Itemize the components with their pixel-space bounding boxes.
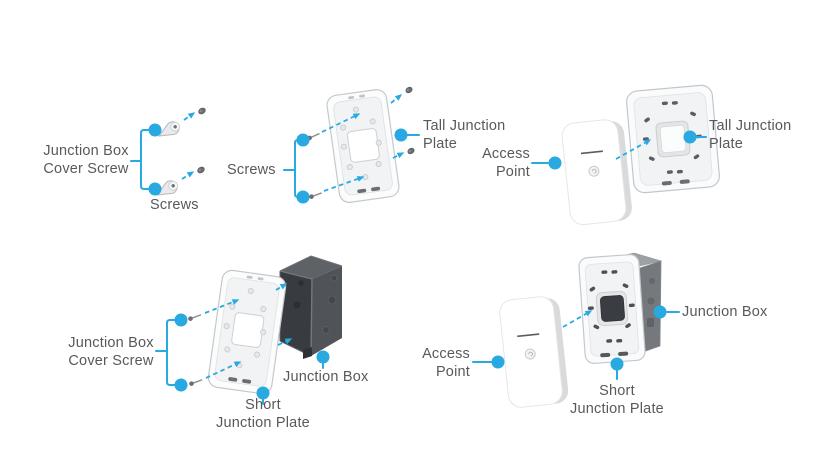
- arrow-bl-plate-to-box-1: [275, 283, 288, 291]
- label-junction-box-bottom-right: Junction Box: [682, 304, 768, 320]
- arrow-tm-1: [321, 113, 361, 133]
- dot-bl-box: [316, 350, 330, 364]
- short-junction-plate-illustration-1: [207, 269, 287, 395]
- arrow-tm-4: [392, 152, 405, 159]
- label-access-point-top: Access Point: [482, 146, 530, 180]
- tall-junction-plate-illustration-1: [326, 89, 400, 203]
- label-tall-junction-plate-right: Tall Junction Plate: [709, 118, 792, 152]
- dot-bl-1: [174, 313, 188, 327]
- dot-tm-2: [296, 190, 310, 204]
- label-short-junction-plate-left: Short Junction Plate: [216, 397, 310, 431]
- access-point-illustration-2: [499, 296, 569, 408]
- dot-tl-2: [148, 182, 162, 196]
- bracket-bottom-left: [155, 319, 176, 386]
- dot-tl-1: [148, 123, 162, 137]
- screw-illustration-4: [407, 147, 415, 155]
- short-junction-plate-illustration-2: [578, 254, 646, 364]
- arrow-tm-3: [390, 94, 403, 104]
- label-junction-box-cover-screw-top: Junction Box Cover Screw: [43, 143, 129, 177]
- arrow-br-ap-to-plate: [562, 310, 593, 328]
- label-junction-box-cover-screw-bottom: Junction Box Cover Screw: [68, 335, 154, 369]
- bracket-top-middle: [283, 139, 303, 198]
- dot-bl-plate: [256, 386, 270, 400]
- screw-illustration-6: [189, 379, 203, 386]
- dot-tm-1: [296, 133, 310, 147]
- arrow-bl-plate-to-box-2: [277, 338, 293, 346]
- dot-tr-ap: [548, 156, 562, 170]
- dot-tm-plate: [394, 128, 408, 142]
- label-screws-top-left: Screws: [150, 197, 199, 213]
- tall-junction-plate-illustration-2: [626, 84, 720, 194]
- arrow-tm-2: [323, 176, 365, 192]
- bracket-top-left: [130, 129, 150, 190]
- arrow-bl-1: [204, 299, 240, 314]
- screw-illustration-2: [309, 192, 322, 199]
- screw-illustration-3: [405, 86, 413, 94]
- wall-anchor-illustration-2: [156, 166, 205, 196]
- arrow-tr-ap-to-plate: [615, 139, 652, 160]
- label-access-point-bottom: Access Point: [422, 346, 470, 380]
- arrow-tl-1: [183, 112, 196, 121]
- label-screws-top-middle: Screws: [227, 162, 276, 178]
- label-short-junction-plate-right: Short Junction Plate: [570, 383, 664, 417]
- dot-br-ap: [491, 355, 505, 369]
- direction-arrows: [181, 94, 652, 379]
- access-point-illustration-1: [561, 119, 632, 226]
- label-tall-junction-plate-middle: Tall Junction Plate: [423, 118, 506, 152]
- callout-lines: [130, 129, 707, 405]
- junction-box-illustration-1: [279, 255, 343, 359]
- arrow-tl-2: [181, 171, 195, 180]
- label-junction-box-bottom-left: Junction Box: [283, 369, 369, 385]
- dot-tr-plate: [683, 130, 697, 144]
- arrow-bl-2: [205, 361, 242, 379]
- screw-illustration-5: [188, 314, 202, 321]
- dot-br-plate: [610, 357, 624, 371]
- dot-bl-2: [174, 378, 188, 392]
- wall-anchor-illustration-1: [158, 107, 206, 137]
- dot-br-box: [653, 305, 667, 319]
- callout-dots: [148, 123, 697, 400]
